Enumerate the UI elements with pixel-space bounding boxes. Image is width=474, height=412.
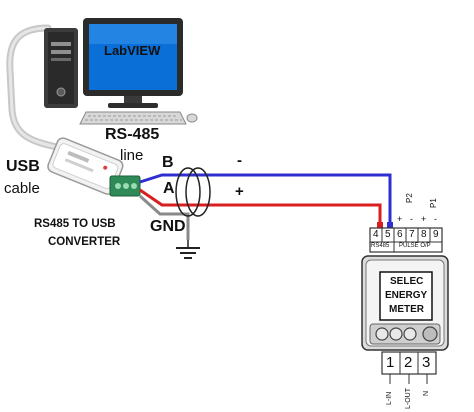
- meter-title-line2: ENERGY: [385, 290, 428, 301]
- mouse-icon: [186, 113, 198, 123]
- label-p1: P1: [429, 198, 438, 208]
- converter-terminal-block: [109, 175, 141, 197]
- terminal-9: 9: [433, 229, 439, 240]
- converter-label-line1: RS485 TO USB: [34, 218, 116, 230]
- terminal-8: 8: [421, 229, 427, 240]
- wire-gnd: [138, 194, 190, 240]
- rs485-group-label: RS485: [371, 243, 390, 249]
- terminal-7: 7: [409, 229, 415, 240]
- terminal-1: 1: [386, 354, 395, 371]
- meter-title-line1: SELEC: [390, 276, 424, 287]
- rs485-usb-converter: [47, 137, 124, 195]
- label-l-in: L-IN: [386, 391, 393, 405]
- converter-label-line2: CONVERTER: [48, 236, 121, 248]
- cable-label: cable: [4, 180, 40, 197]
- label-p2: P2: [405, 193, 414, 203]
- terminal-3: 3: [422, 354, 431, 371]
- wire-b-label: B: [162, 154, 174, 171]
- meter-button-1: [375, 327, 389, 341]
- polarity-9: -: [434, 214, 437, 224]
- polarity-7: -: [410, 214, 413, 224]
- plus-label: +: [235, 183, 244, 200]
- pulse-op-group-label: PULSE O/P: [399, 243, 431, 249]
- terminal-6: 6: [397, 229, 403, 240]
- pc-tower: [44, 28, 78, 108]
- wire-a-label: A: [163, 180, 175, 197]
- meter-title-line3: METER: [389, 304, 424, 315]
- terminal-2: 2: [404, 354, 413, 371]
- cable-shield: [185, 167, 211, 217]
- meter-led: [422, 326, 438, 342]
- label-l-out: L-OUT: [405, 388, 412, 409]
- label-n: N: [423, 390, 430, 396]
- monitor-screen-text: LabVIEW: [104, 43, 161, 58]
- wire-b: [139, 173, 392, 232]
- wire-a: [139, 188, 382, 232]
- terminal-5: 5: [385, 229, 391, 240]
- rs485-label: RS-485: [105, 126, 160, 143]
- polarity-8: +: [421, 214, 427, 224]
- meter-button-2: [389, 327, 403, 341]
- gnd-label: GND: [150, 218, 186, 235]
- monitor: [83, 18, 183, 108]
- terminal-4: 4: [373, 229, 379, 240]
- usb-label: USB: [6, 158, 40, 175]
- meter-button-3: [403, 327, 417, 341]
- minus-label: -: [237, 152, 242, 169]
- energy-meter: [361, 227, 449, 384]
- polarity-6: +: [397, 214, 403, 224]
- meter-display: [379, 271, 433, 321]
- ground-icon: [176, 240, 200, 259]
- line-label: line: [120, 147, 144, 164]
- keyboard: [79, 111, 198, 125]
